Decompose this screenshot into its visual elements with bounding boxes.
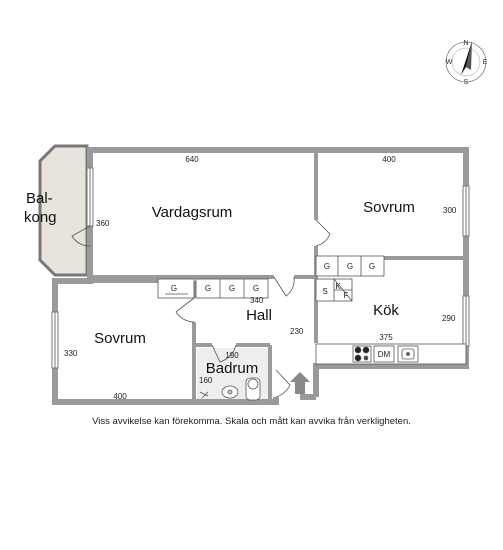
compass-n: N [463, 40, 468, 47]
dim-sovrum-right-width: 400 [382, 155, 396, 164]
dim-sovrum-left-width: 400 [113, 392, 127, 401]
wardrobe-label: G [205, 284, 211, 293]
dim-badrum-height: 160 [199, 376, 213, 385]
wardrobe-label: G [253, 284, 259, 293]
dim-hall-width: 340 [250, 296, 264, 305]
wardrobe-label: G [171, 284, 177, 293]
dishwasher-label: DM [378, 350, 391, 359]
dim-kok-width: 375 [379, 333, 393, 342]
kitchen-units [315, 278, 353, 302]
doors [71, 219, 331, 398]
entrance-arrow-icon [290, 372, 310, 394]
wardrobes-hall [157, 278, 269, 299]
bathroom-fixtures [199, 377, 261, 401]
balcony [38, 144, 89, 277]
dim-sovrum-right-height: 300 [443, 206, 457, 215]
dim-vardagsrum-height: 360 [96, 219, 110, 228]
room-label-balkong-2: kong [24, 209, 57, 226]
dim-hall-height: 230 [290, 327, 304, 336]
room-label-badrum: Badrum [206, 360, 259, 377]
dim-sovrum-left-height: 330 [64, 349, 78, 358]
storage-label-f: F [344, 291, 349, 300]
room-label-kok: Kök [373, 302, 399, 319]
room-label-sovrum-right: Sovrum [363, 199, 415, 216]
wardrobes-sovrum [315, 255, 385, 277]
compass-w: W [446, 59, 453, 66]
dim-vardagsrum-width: 640 [185, 155, 199, 164]
disclaimer-text: Viss avvikelse kan förekomma. Skala och … [92, 416, 411, 427]
compass-e: E [483, 59, 488, 66]
wardrobe-label: G [369, 262, 375, 271]
wardrobe-label: G [229, 284, 235, 293]
compass: N E S W [445, 40, 488, 86]
room-label-balkong-1: Bal- [26, 190, 53, 207]
room-label-vardagsrum: Vardagsrum [152, 204, 233, 221]
dim-badrum-width: 190 [225, 351, 239, 360]
storage-label-s: S [322, 287, 327, 296]
storage-label-k: K [335, 282, 341, 291]
compass-needle-icon [461, 41, 472, 75]
room-label-sovrum-left: Sovrum [94, 330, 146, 347]
wardrobe-label: G [324, 262, 330, 271]
wardrobe-label: G [347, 262, 353, 271]
compass-s: S [464, 79, 469, 86]
room-label-hall: Hall [246, 307, 272, 324]
kitchen-counter [315, 343, 467, 365]
dim-kok-height: 290 [442, 314, 456, 323]
